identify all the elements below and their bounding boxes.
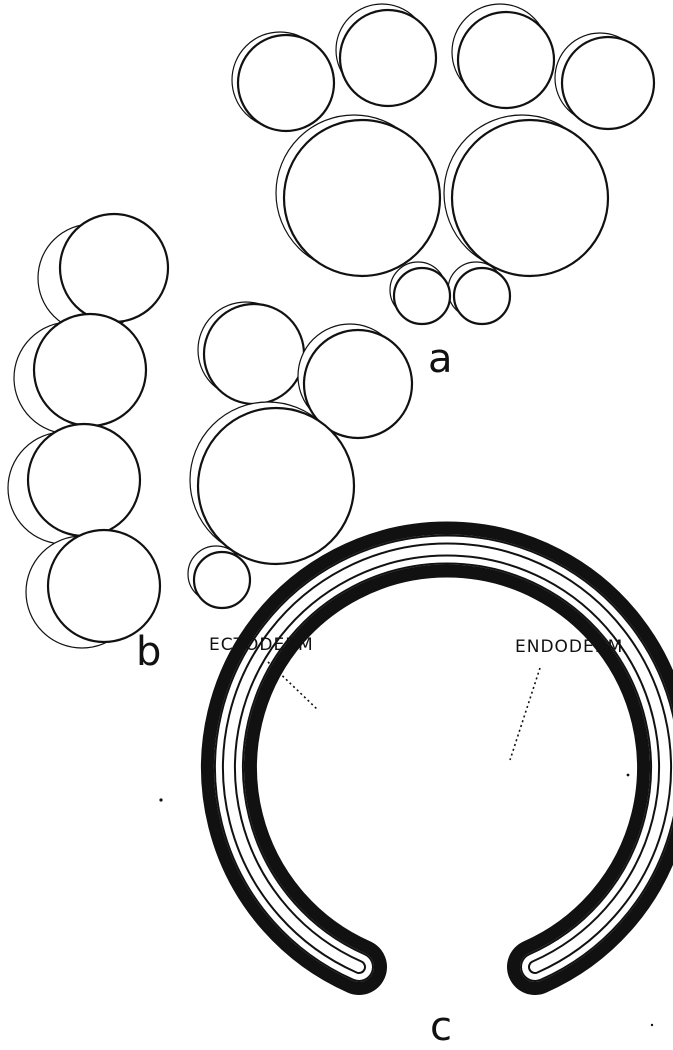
ectoderm-leader-line bbox=[268, 662, 318, 710]
speck bbox=[651, 1024, 653, 1026]
speck bbox=[159, 798, 162, 801]
cell-b-clear-1 bbox=[204, 304, 304, 404]
endoderm-label: ENDODERM bbox=[515, 637, 623, 657]
cell-a-top-1 bbox=[238, 35, 334, 131]
cell-b-clear-large bbox=[198, 408, 354, 564]
cell-a-top-3 bbox=[458, 12, 554, 108]
panel-b-stippled-column bbox=[8, 214, 168, 648]
panel-a-letter: a bbox=[428, 336, 453, 382]
speck bbox=[627, 774, 630, 777]
cell-a-small-left bbox=[394, 268, 450, 324]
panel-b-letter: b bbox=[136, 629, 161, 675]
cell-b-1 bbox=[60, 214, 168, 322]
panel-a-cell-cluster bbox=[232, 4, 654, 324]
cell-a-top-4 bbox=[562, 37, 654, 129]
cell-b-2 bbox=[34, 314, 146, 426]
cell-a-small-right bbox=[454, 268, 510, 324]
cell-b-4 bbox=[48, 530, 160, 642]
cell-b-clear-small bbox=[194, 552, 250, 608]
cell-a-large-right bbox=[452, 120, 608, 276]
panel-c-letter: c bbox=[430, 1004, 452, 1050]
cell-b-3 bbox=[28, 424, 140, 536]
ectoderm-label: ECTODERM bbox=[209, 635, 314, 655]
cell-a-large-left bbox=[284, 120, 440, 276]
endoderm-leader-line bbox=[510, 668, 540, 760]
panel-c-germ-layers bbox=[229, 550, 665, 967]
cell-a-top-2 bbox=[340, 10, 436, 106]
